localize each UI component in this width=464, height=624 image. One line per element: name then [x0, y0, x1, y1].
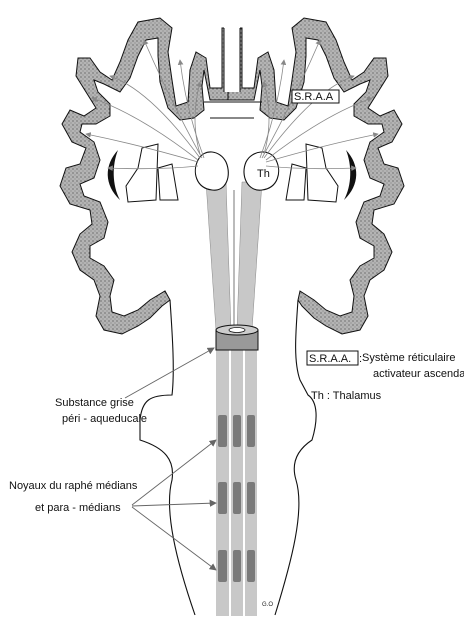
legend-sraa-line2: activateur ascendant	[373, 368, 464, 380]
pag-label-line2: péri - aqueducale	[62, 413, 147, 425]
author-signature: G.O	[262, 602, 273, 608]
basal-ganglia-left-inner	[158, 164, 178, 200]
thalamus-tag: Th	[257, 168, 270, 180]
legend-sraa-abbrev: S.R.A.A.	[309, 353, 351, 365]
raphe-label-line2: et para - médians	[35, 502, 121, 514]
basal-ganglia-right-outer	[306, 144, 338, 202]
tract-left	[206, 182, 231, 330]
periaqueductal-grey	[216, 325, 258, 350]
basal-ganglia-right-inner	[286, 164, 306, 200]
insula-left	[108, 150, 120, 200]
raphe-pointer-arrows	[132, 440, 216, 570]
basal-ganglia-left-outer	[126, 144, 158, 202]
sraa-tag: S.R.A.A	[294, 91, 334, 103]
raphe-nuclei	[218, 415, 255, 582]
tract-right	[237, 182, 262, 330]
insula-right	[344, 150, 356, 200]
raphe-label-line1: Noyaux du raphé médians	[9, 480, 138, 492]
legend-sraa-line1: Système réticulaire	[362, 352, 456, 364]
thalamus-left	[195, 152, 228, 190]
pag-label-line1: Substance grise	[55, 397, 134, 409]
legend-thalamus: Th : Thalamus	[311, 390, 382, 402]
pag-pointer-arrow	[125, 348, 214, 398]
